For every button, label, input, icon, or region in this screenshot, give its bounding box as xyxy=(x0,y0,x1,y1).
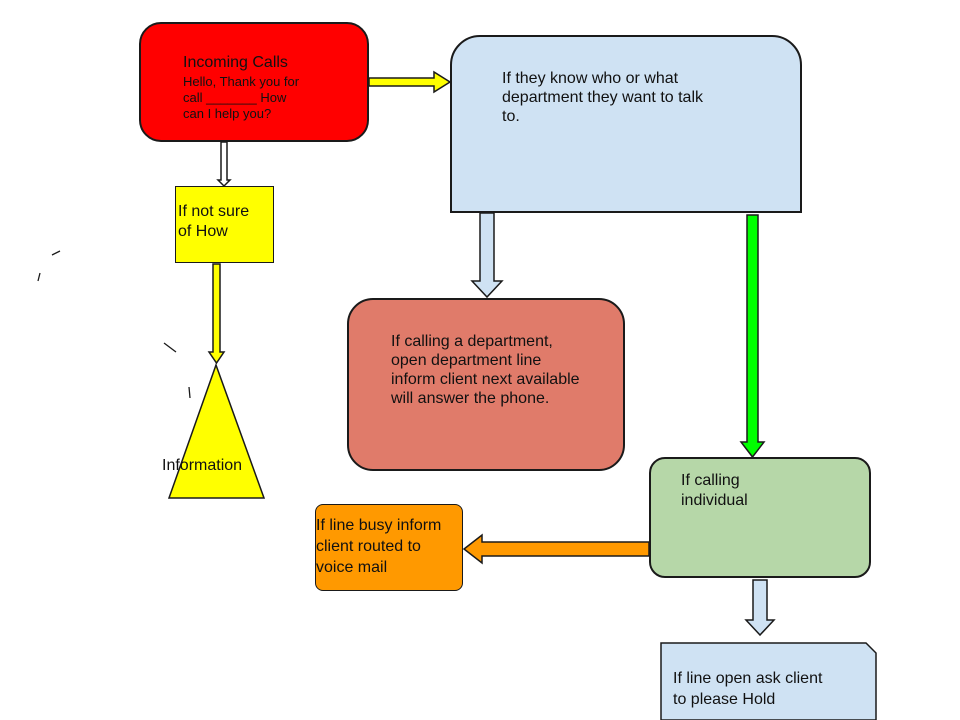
arrow-not-sure-to-information xyxy=(207,263,226,365)
arrow-to-line-open xyxy=(744,579,776,637)
know-department-text: If they know who or what department they… xyxy=(502,70,703,125)
know-department-node: If they know who or what department they… xyxy=(450,35,802,213)
stray-pen-marks xyxy=(37,250,191,399)
calling-department-text: If calling a department, open department… xyxy=(391,333,580,407)
calling-department-node: If calling a department, open department… xyxy=(347,298,625,471)
arrow-to-calling-individual xyxy=(739,214,766,459)
line-open-text: If line open ask client to please Hold xyxy=(673,670,823,708)
information-triangle xyxy=(167,362,266,499)
not-sure-text: If not sure of How xyxy=(178,203,250,240)
incoming-calls-title: Incoming Calls xyxy=(183,54,288,71)
information-label: Information xyxy=(162,457,243,474)
line-open-shape xyxy=(660,642,877,720)
incoming-calls-greeting: Hello, Thank you for call _______ How ca… xyxy=(183,74,300,121)
arrow-incoming-to-department xyxy=(368,70,452,94)
line-busy-text: If line busy inform client routed to voi… xyxy=(316,517,442,576)
line-busy-node: If line busy inform client routed to voi… xyxy=(315,504,463,591)
calling-individual-node: If calling individual xyxy=(649,457,871,578)
arrow-to-line-busy xyxy=(462,533,650,565)
calling-individual-text: If calling individual xyxy=(681,472,748,509)
arrow-incoming-to-not-sure xyxy=(216,141,232,188)
not-sure-node: If not sure of How xyxy=(175,186,274,263)
incoming-calls-node: Incoming Calls Hello, Thank you for call… xyxy=(139,22,369,142)
arrow-to-calling-department xyxy=(470,212,504,299)
